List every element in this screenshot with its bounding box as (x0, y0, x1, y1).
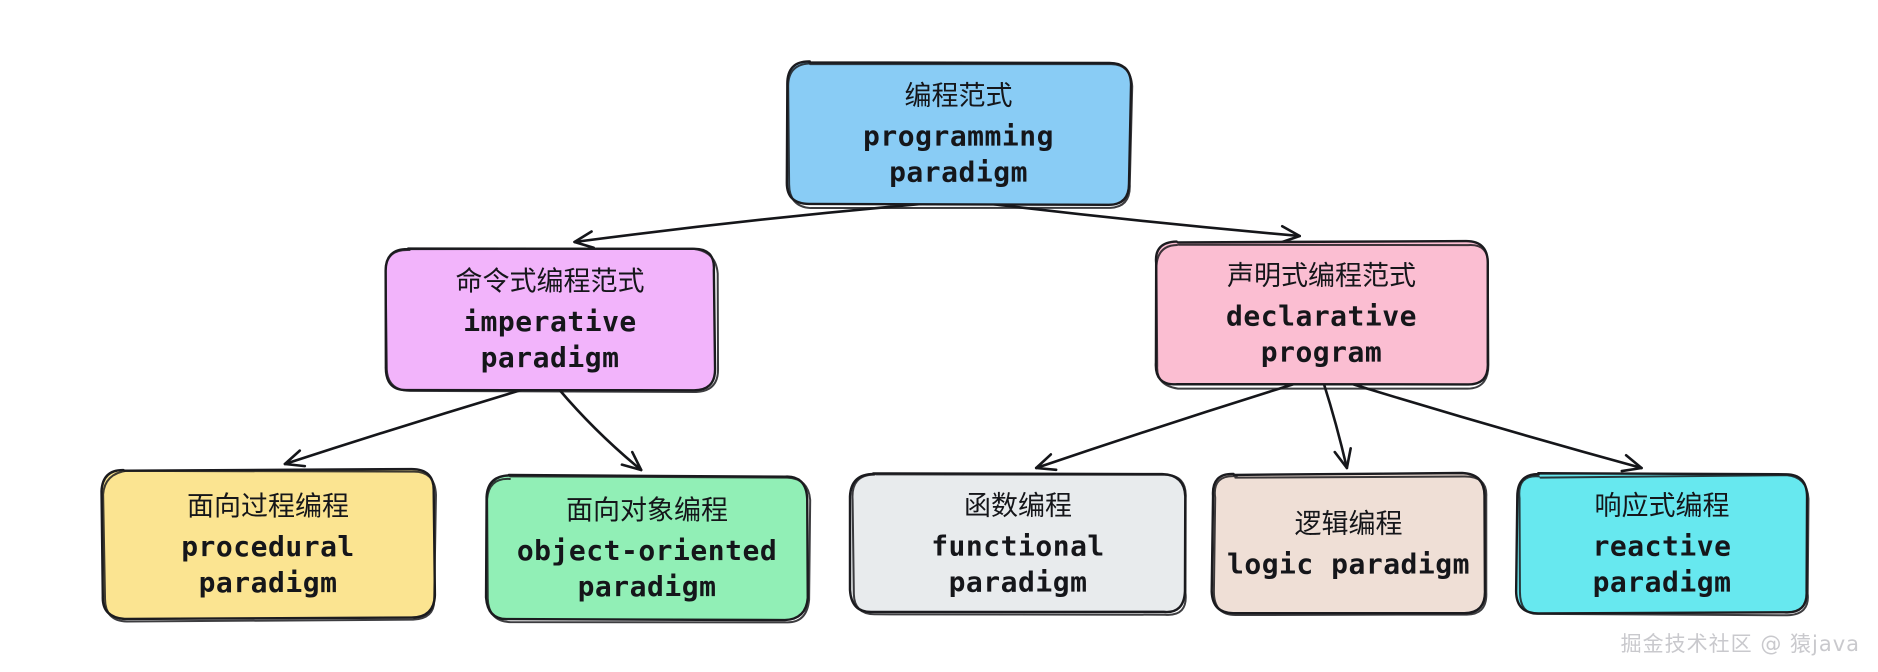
node-sketch-root (787, 62, 1134, 210)
node-label-en-root: paradigm (889, 156, 1028, 189)
node-label-cn-object-oriented: 面向对象编程 (566, 496, 728, 527)
node-shape-object-oriented (484, 473, 809, 622)
node-sketch-reactive (1518, 474, 1810, 617)
edge-declarative-to-functional (1034, 382, 1296, 472)
node-sketch-procedural (102, 469, 437, 623)
node-label-en-object-oriented: paradigm (578, 570, 717, 603)
edge-root-to-imperative (573, 202, 924, 250)
node-label-cn-functional: 函数编程 (964, 491, 1072, 522)
node-label-en-declarative: declarative (1226, 300, 1417, 333)
node-label-cn-root: 编程范式 (905, 81, 1013, 112)
node-label-en-procedural: procedural (181, 530, 355, 563)
node-label-en-reactive: paradigm (1593, 566, 1732, 599)
node-label-cn-declarative: 声明式编程范式 (1227, 261, 1416, 292)
node-shape-logic (1210, 471, 1487, 615)
node-sketch-functional (851, 473, 1187, 616)
nodes-layer: 编程范式programmingparadigm命令式编程范式imperative… (100, 60, 1810, 624)
node-sketch-declarative (1155, 243, 1490, 390)
node-label-cn-imperative: 命令式编程范式 (456, 267, 645, 298)
node-label-en-reactive: reactive (1593, 530, 1732, 563)
node-sketch-object-oriented (486, 475, 812, 624)
node-sketch-imperative (384, 247, 720, 394)
node-label-en-logic: logic paradigm (1227, 548, 1470, 581)
edge-imperative-to-object-oriented (557, 387, 643, 472)
node-shape-functional (848, 472, 1187, 614)
node-sketch-logic (1212, 475, 1488, 617)
edge-root-to-declarative (989, 202, 1302, 244)
edge-declarative-to-reactive (1350, 382, 1643, 473)
edge-declarative-to-logic (1322, 382, 1352, 470)
node-label-en-functional: functional (931, 530, 1105, 563)
node-label-en-imperative: imperative (463, 305, 637, 338)
node-label-en-imperative: paradigm (481, 341, 620, 374)
node-label-en-object-oriented: object-oriented (517, 534, 777, 567)
node-label-en-root: programming (863, 120, 1054, 153)
edge-imperative-to-procedural (283, 387, 526, 468)
node-label-en-procedural: paradigm (199, 566, 338, 599)
node-label-cn-procedural: 面向过程编程 (187, 492, 349, 523)
node-logic[interactable]: 逻辑编程 logic paradigm (1210, 471, 1488, 617)
node-label-en-functional: paradigm (949, 566, 1088, 599)
watermark: 掘金技术社区 @ 猿java (1620, 632, 1860, 656)
node-label-en-declarative: program (1261, 336, 1383, 369)
node-label-cn-logic: 逻辑编程 (1295, 509, 1403, 540)
node-label-cn-reactive: 响应式编程 (1595, 491, 1730, 522)
